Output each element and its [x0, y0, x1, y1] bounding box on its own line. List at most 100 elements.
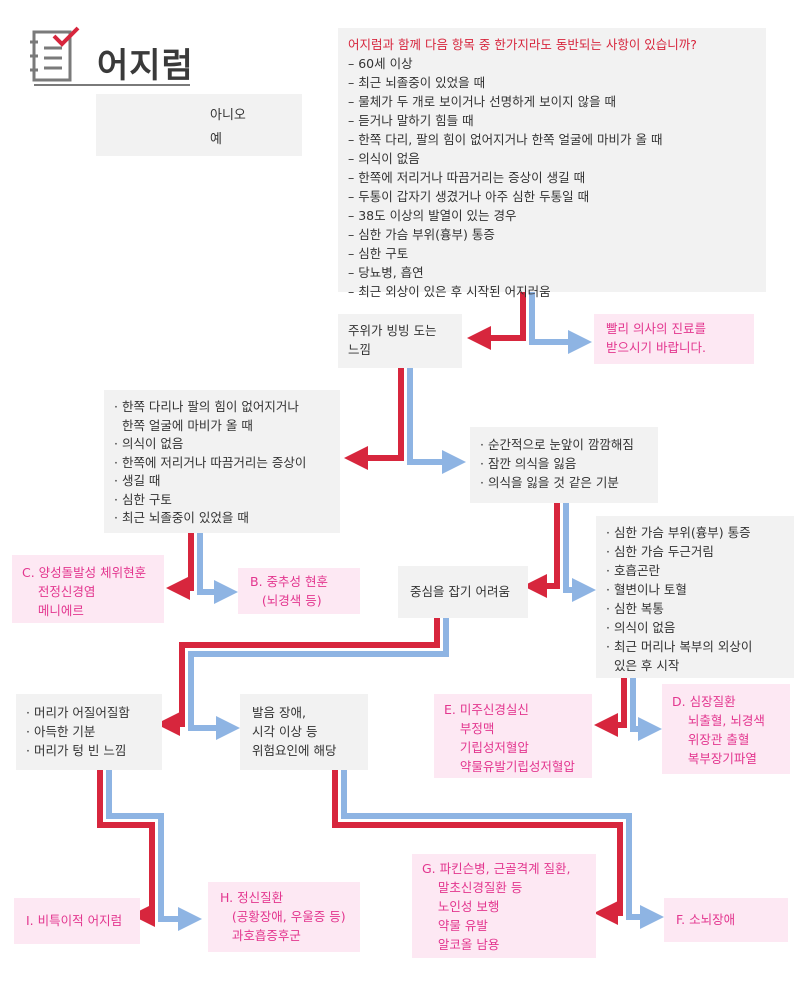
node-line: 한쪽 얼굴에 마비가 올 때: [114, 417, 253, 433]
arrow-q4-yes: [563, 503, 596, 602]
arrow-q7-no: [97, 770, 155, 927]
node-line: – 60세 이상: [348, 56, 413, 71]
legend: [96, 94, 302, 156]
node-line: 알코올 남용: [422, 937, 500, 952]
node-result-f: F. 소뇌장애: [664, 898, 788, 942]
node-line: · 심한 가슴 두근거림: [606, 544, 714, 559]
node-line: 말초신경질환 등: [422, 880, 523, 895]
node-line: – 심한 구토: [348, 246, 409, 261]
node-line: · 생길 때: [114, 473, 161, 488]
node-line: · 머리가 어질어질함: [26, 705, 130, 720]
arrow-q3-yes: [197, 533, 238, 604]
node-neuro-symptoms: · 한쪽 다리나 팔의 힘이 없어지거나 한쪽 얼굴에 마비가 올 때 · 의식이…: [104, 390, 340, 533]
node-line: 메니에르: [22, 603, 84, 618]
node-line: – 의식이 없음: [348, 151, 420, 166]
node-line: – 최근 외상이 있은 후 시작된 어지러움: [348, 284, 551, 299]
node-question-main: 어지럼과 함께 다음 항목 중 한가지라도 동반되는 사항이 있습니까?– 60…: [338, 28, 766, 299]
arrow-q8-yes: [341, 770, 664, 929]
node-line: (뇌경색 등): [250, 593, 322, 608]
node-line: 위험요인에 해당: [252, 743, 337, 758]
node-balance: 중심을 잡기 어려움: [398, 566, 528, 618]
node-line: 받으시기 바랍니다.: [606, 340, 706, 355]
node-line: – 한쪽 다리, 팔의 힘이 없어지거나 한쪽 얼굴에 마비가 올 때: [348, 132, 663, 147]
legend-yes-label: 예: [210, 132, 222, 147]
node-line: · 한쪽 다리나 팔의 힘이 없어지거나: [114, 399, 299, 414]
arrow-q2-no: [344, 368, 404, 470]
arrow-q2-yes: [407, 368, 466, 474]
node-line: 중심을 잡기 어려움: [410, 584, 510, 599]
node-line: I. 비특이적 어지럼: [26, 913, 123, 928]
node-lightheaded: · 머리가 어질어질함· 아득한 기분· 머리가 텅 빈 느낌: [16, 694, 162, 770]
node-line: B. 중추성 현훈: [250, 574, 328, 589]
node-line: · 잠깐 의식을 잃음: [480, 456, 577, 471]
arrow-q1-yes: [529, 292, 592, 354]
node-line: 빨리 의사의 진료를: [606, 321, 706, 336]
node-line: – 최근 뇌졸중이 있었을 때: [348, 75, 486, 90]
node-line: – 38도 이상의 발열이 있는 경우: [348, 208, 517, 223]
node-line: · 의식이 없음: [606, 620, 676, 635]
node-line: – 한쪽에 저리거나 따끔거리는 증상이 생길 때: [348, 170, 586, 185]
arrow-q5-yes: [188, 618, 449, 740]
node-line: · 혈변이나 토혈: [606, 582, 687, 597]
node-line: – 듣거나 말하기 힘들 때: [348, 113, 474, 128]
node-line: · 의식을 잃을 것 같은 기분: [480, 475, 619, 490]
node-line: 시각 이상 등: [252, 724, 318, 739]
node-line: H. 정신질환: [220, 890, 284, 905]
node-line: 발음 장애,: [252, 705, 306, 720]
arrow-q6-no: [594, 678, 627, 737]
node-line: 주위가 빙빙 도는: [348, 323, 437, 338]
node-line: 노인성 보행: [422, 899, 500, 914]
title-underline: [34, 84, 190, 86]
arrow-q7-yes: [106, 770, 202, 931]
node-syncope: · 순간적으로 눈앞이 깜깜해짐 · 잠깐 의식을 잃음 · 의식을 잃을 것 같은…: [470, 427, 658, 503]
checklist-icon: [30, 26, 80, 82]
node-result-h: H. 정신질환 (공황장애, 우울증 등) 과호흡증후군: [208, 882, 360, 952]
arrow-q8-no: [332, 770, 623, 925]
node-line: · 한쪽에 저리거나 따끔거리는 증상이: [114, 454, 307, 470]
node-line: C. 양성돌발성 체위현훈: [22, 565, 147, 580]
node-line: · 아득한 기분: [26, 724, 96, 739]
node-line: · 순간적으로 눈앞이 깜깜해짐: [480, 437, 634, 452]
node-line: · 의식이 없음: [114, 436, 184, 451]
node-result-g: G. 파킨슨병, 근골격계 질환, 말초신경질환 등 노인성 보행 약물 유발 …: [412, 854, 596, 958]
node-line: 느낌: [348, 342, 372, 357]
node-line: 뇌출혈, 뇌경색: [672, 713, 765, 728]
node-line: D. 심장질환: [672, 694, 736, 709]
node-line: E. 미주신경실신: [444, 702, 529, 717]
arrow-q4-no: [523, 503, 560, 598]
node-line: – 두통이 갑자기 생겼거나 아주 심한 두통일 때: [348, 189, 590, 204]
node-line: 위장관 출혈: [672, 732, 750, 747]
node-line: · 호흡곤란: [606, 563, 660, 578]
arrow-q5-no: [156, 618, 440, 736]
arrow-q3-no: [166, 533, 194, 600]
node-line: – 당뇨병, 흡연: [348, 265, 424, 280]
node-result-c: C. 양성돌발성 체위현훈 전정신경염 메니에르: [12, 555, 164, 623]
node-line: 있은 후 시작: [606, 658, 680, 673]
node-result-d: D. 심장질환 뇌출혈, 뇌경색 위장관 출혈 복부장기파열: [662, 684, 790, 774]
legend-no-label: 아니오: [210, 108, 246, 123]
node-line: · 심한 가슴 부위(흉부) 통증: [606, 525, 751, 540]
node-line: 기립성저혈압: [444, 740, 529, 755]
node-line: 전정신경염: [22, 584, 96, 599]
arrow-q6-yes: [630, 678, 662, 741]
node-line: 과호흡증후군: [220, 928, 301, 943]
node-line: F. 소뇌장애: [676, 912, 736, 927]
node-result-b: B. 중추성 현훈 (뇌경색 등): [238, 568, 360, 614]
node-result-e: E. 미주신경실신 부정맥 기립성저혈압 약물유발기립성저혈압: [434, 694, 592, 778]
node-result-i: I. 비특이적 어지럼: [14, 898, 140, 944]
page-title: 어지럼: [97, 46, 194, 86]
node-line: · 최근 머리나 복부의 외상이: [606, 639, 753, 654]
node-line: 약물 유발: [422, 918, 488, 933]
arrow-q1-no: [467, 292, 526, 350]
node-line: (공황장애, 우울증 등): [220, 909, 346, 924]
node-line: · 심한 복통: [606, 601, 664, 616]
node-line: · 최근 뇌졸중이 있었을 때: [114, 510, 249, 525]
node-line: · 심한 구토: [114, 491, 172, 507]
node-line: – 물체가 두 개로 보이거나 선명하게 보이지 않을 때: [348, 94, 617, 109]
node-line: 부정맥: [444, 721, 495, 736]
node-line: – 심한 가슴 부위(흉부) 통증: [348, 227, 495, 242]
